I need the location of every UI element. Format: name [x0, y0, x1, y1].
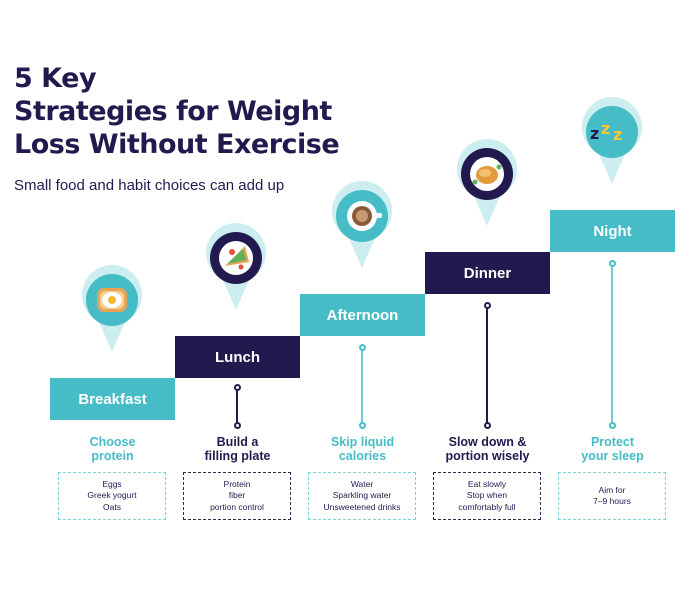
connector-lunch: [236, 388, 238, 426]
connector-dinner: [486, 306, 488, 426]
detail-item: Greek yogurt: [87, 490, 137, 501]
detail-item: portion control: [210, 501, 264, 512]
details-box-afternoon: Water Sparkling water Unsweetened drinks: [308, 472, 416, 520]
sleep-zzz-icon: z z z: [582, 96, 642, 184]
detail-item: Water: [350, 478, 374, 489]
page-subtitle: Small food and habit choices can add up: [14, 177, 285, 194]
connector-dot: [358, 344, 366, 351]
step-dinner: Dinner: [425, 252, 550, 294]
strategy-heading-lunch: Build a filling plate: [175, 435, 300, 463]
detail-item: Sparkling water: [332, 490, 392, 501]
details-box-breakfast: Eggs Greek yogurt Oats: [58, 472, 166, 520]
connector-dot: [483, 302, 491, 309]
heading-line: Skip liquid: [330, 435, 395, 449]
connector-dot: [233, 384, 241, 391]
strategy-heading-afternoon: Skip liquid calories: [300, 435, 425, 463]
detail-item: Oats: [103, 501, 121, 512]
connector-dot: [483, 422, 491, 429]
title-line: 5 Key: [14, 63, 97, 94]
page-title: 5 Key Strategies for Weight Loss Without…: [14, 62, 374, 161]
step-lunch: Lunch: [175, 336, 300, 378]
connector-dot: [358, 422, 366, 429]
connector-dot: [608, 260, 616, 267]
title-line: Strategies for Weight: [14, 96, 332, 127]
heading-line: protein: [91, 449, 134, 463]
heading-line: your sleep: [581, 449, 644, 463]
detail-item: fiber: [228, 490, 246, 501]
step-breakfast: Breakfast: [50, 378, 175, 420]
detail-item: Eggs: [102, 478, 122, 489]
heading-line: portion wisely: [445, 449, 530, 463]
details-box-lunch: Protein fiber portion control: [183, 472, 291, 520]
connector-dot: [233, 422, 241, 429]
heading-line: filling plate: [204, 449, 271, 463]
heading-line: calories: [338, 449, 387, 463]
fried-egg-toast-icon: [82, 264, 142, 352]
strategy-heading-dinner: Slow down & portion wisely: [425, 435, 550, 463]
detail-item: Unsweetened drinks: [323, 501, 401, 512]
sandwich-plate-icon: [206, 222, 266, 310]
svg-text:z: z: [590, 124, 599, 143]
svg-text:z: z: [601, 119, 610, 138]
connector-afternoon: [361, 348, 363, 426]
detail-item: Stop when: [466, 490, 508, 501]
connector-night: [611, 264, 613, 426]
details-box-dinner: Eat slowly Stop when comfortably full: [433, 472, 541, 520]
strategy-heading-breakfast: Choose protein: [50, 435, 175, 463]
step-afternoon: Afternoon: [300, 294, 425, 336]
detail-item: Eat slowly: [467, 478, 507, 489]
details-box-night: Aim for 7–9 hours: [558, 472, 666, 520]
heading-line: Protect: [590, 435, 635, 449]
detail-item: Protein: [223, 478, 251, 489]
detail-item: comfortably full: [458, 501, 516, 512]
strategy-heading-night: Protect your sleep: [550, 435, 675, 463]
heading-line: Choose: [89, 435, 136, 449]
detail-item: Aim for: [598, 484, 626, 495]
roast-dinner-icon: [457, 138, 517, 226]
heading-line: Slow down &: [448, 435, 527, 449]
coffee-cup-icon: [332, 180, 392, 268]
detail-item: 7–9 hours: [593, 496, 631, 506]
svg-text:z: z: [613, 125, 622, 144]
title-line: Loss Without Exercise: [14, 129, 340, 160]
heading-line: Build a: [216, 435, 259, 449]
connector-dot: [608, 422, 616, 429]
step-night: Night: [550, 210, 675, 252]
